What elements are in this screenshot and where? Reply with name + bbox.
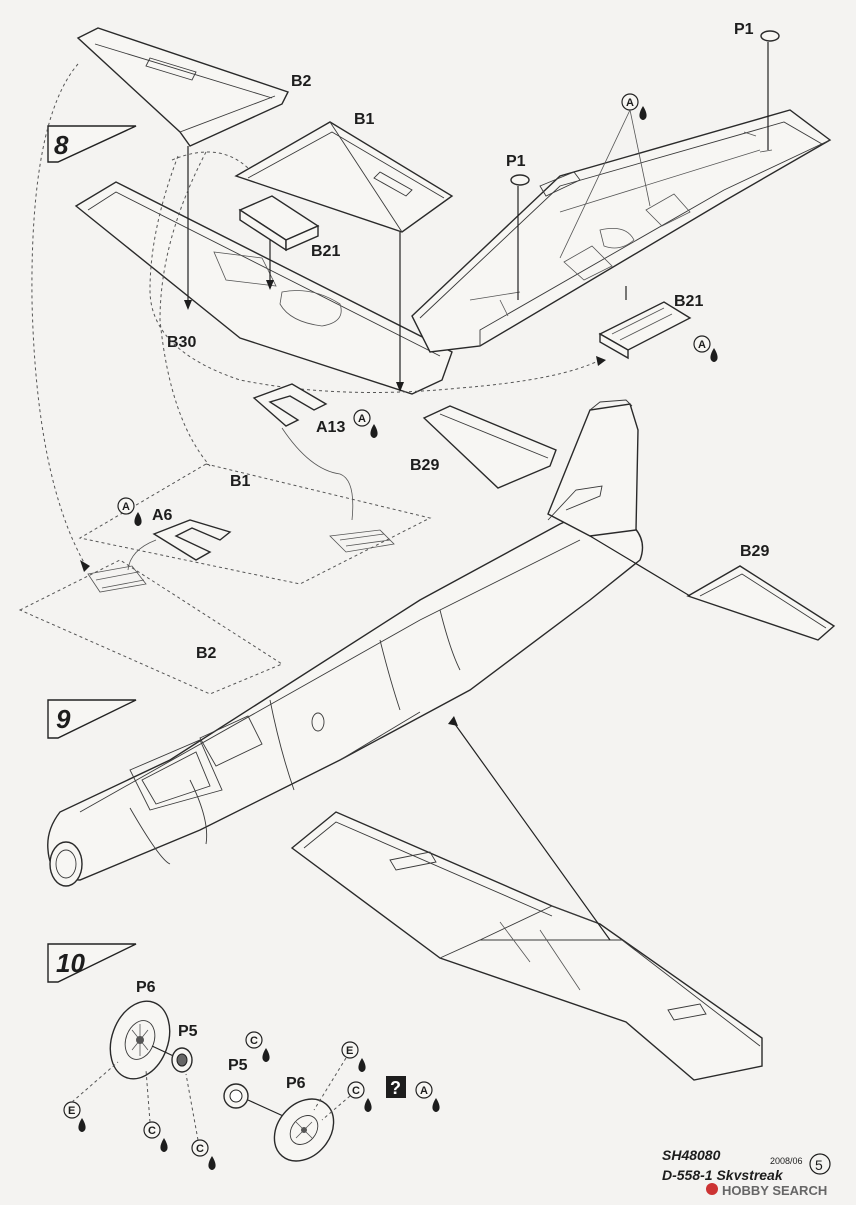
glue-marker-a-b21: A: [693, 335, 718, 362]
label-b1-mid: B1: [230, 473, 251, 490]
svg-text:A: A: [420, 1085, 428, 1097]
glue-marker-c-left-1: C: [143, 1069, 168, 1152]
label-b1-top: B1: [354, 111, 375, 128]
step-9-marker: 9: [47, 699, 137, 739]
label-p5-left: P5: [178, 1023, 198, 1040]
outline-b2-area: B2: [18, 559, 284, 695]
svg-text:C: C: [250, 1035, 258, 1047]
part-b30-lower-wing: B30: [74, 181, 453, 395]
part-b1-upper-wing: B1: [234, 111, 454, 233]
part-p6-wheel-left: P6: [109, 979, 183, 1080]
label-p1-wing: P1: [506, 153, 526, 170]
part-b2-upper-wing: B2: [76, 27, 312, 147]
part-a6: A6 A: [117, 497, 232, 571]
part-p5-hub-right: P5: [223, 1057, 293, 1121]
glue-marker-c-left-2: C: [185, 1073, 216, 1170]
step-8-marker: 8: [47, 125, 137, 163]
footer-page-number: 5: [815, 1157, 823, 1173]
part-a13: A13 A: [252, 383, 378, 521]
glue-marker-c-top: C: [245, 1031, 270, 1062]
glue-marker-e-left: E: [63, 1061, 119, 1132]
label-a6: A6: [152, 507, 173, 524]
step-8-guides: [149, 146, 606, 393]
glue-marker-e-right: E: [313, 1041, 366, 1111]
part-main-wing-assembled: [290, 716, 763, 1081]
part-b29-stabilizers: B29 B29: [410, 405, 836, 641]
label-p1-top: P1: [734, 21, 754, 38]
label-b30: B30: [167, 334, 196, 351]
footer: SH48080 2008/06 D-558-1 Skystreak 5 HOBB…: [662, 1147, 856, 1198]
svg-text:A: A: [358, 413, 366, 425]
glue-marker-c-right: C: [321, 1081, 372, 1121]
label-p6-left: P6: [136, 979, 156, 996]
label-b21-left: B21: [311, 243, 340, 260]
step-9-number: 9: [56, 704, 71, 734]
footer-code: SH48080: [662, 1147, 721, 1163]
step-9-dashed-guides: [31, 63, 211, 572]
part-p1: [510, 30, 780, 300]
glue-marker-a-top: A: [559, 93, 651, 259]
svg-text:C: C: [196, 1143, 204, 1155]
svg-text:C: C: [148, 1125, 156, 1137]
label-b21-right: B21: [674, 293, 703, 310]
watermark-text: HOBBY SEARCH: [722, 1183, 827, 1198]
svg-text:A: A: [626, 97, 634, 109]
svg-text:A: A: [698, 339, 706, 351]
label-p5-right: P5: [228, 1057, 248, 1074]
glue-marker-a-bottom: A: [415, 1081, 440, 1112]
step-10-marker: 10: [47, 943, 137, 983]
question-mark: ?: [390, 1078, 401, 1098]
footer-model: D-558-1 Skystreak: [662, 1167, 784, 1183]
part-p6-wheel-right: P6: [273, 1075, 335, 1162]
part-p5-hub-left: P5: [171, 1023, 198, 1073]
svg-text:E: E: [346, 1045, 353, 1057]
svg-text:E: E: [68, 1105, 75, 1117]
part-b21-wheel-bay-left: B21: [238, 195, 340, 260]
step-10-number: 10: [56, 948, 85, 978]
label-b29-right: B29: [740, 543, 769, 560]
svg-text:A: A: [122, 501, 130, 513]
label-a13: A13: [316, 419, 345, 436]
question-mark-box: ?: [386, 1076, 406, 1098]
watermark-icon: [706, 1183, 718, 1195]
footer-date: 2008/06: [770, 1156, 803, 1166]
label-b2-mid: B2: [196, 645, 217, 662]
label-b2-top: B2: [291, 73, 312, 90]
part-assembled-wing-right: P1 P1: [411, 21, 832, 353]
label-p6-right: P6: [286, 1075, 306, 1092]
part-vertical-tail: [547, 399, 639, 537]
step-8-number: 8: [54, 130, 69, 160]
svg-text:C: C: [352, 1085, 360, 1097]
part-b21-wheel-bay-right: B21: [598, 286, 703, 360]
label-b29-left: B29: [410, 457, 439, 474]
